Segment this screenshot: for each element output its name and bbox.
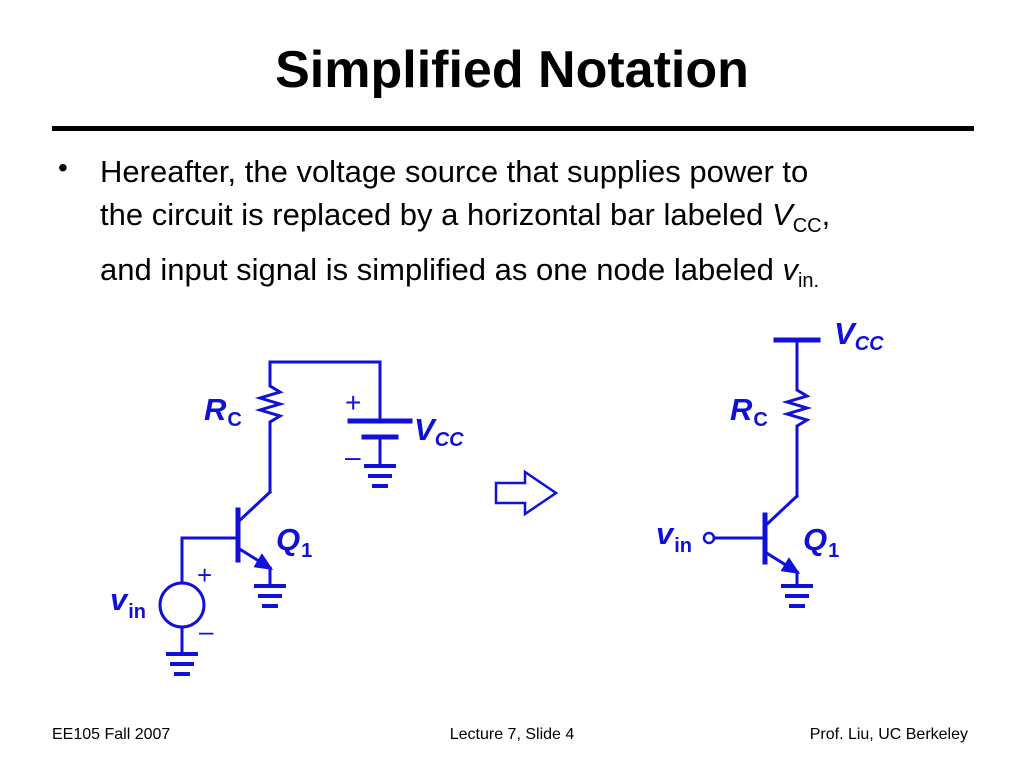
left-vin-label: vin: [110, 582, 146, 623]
bullet-line-2-end: ,: [821, 197, 831, 232]
right-rc-label: RC: [730, 392, 768, 431]
vin-subscript: in.: [797, 270, 820, 293]
right-circuit: [702, 337, 821, 608]
bullet-line-1: Hereafter, the voltage source that suppl…: [100, 154, 809, 189]
transform-arrow-icon: [494, 469, 559, 517]
right-q1-label: Q1: [803, 522, 839, 562]
left-resistor: [254, 376, 286, 430]
footer-author: Prof. Liu, UC Berkeley: [809, 726, 968, 743]
left-rc-label: RC: [204, 392, 242, 431]
right-transistor-collector: [762, 493, 800, 529]
left-vcc-label: VCC: [414, 412, 464, 451]
footer-course: EE105 Fall 2007: [52, 726, 171, 743]
right-vcc-label: VCC: [834, 316, 884, 355]
title-divider: [52, 126, 974, 131]
left-base-wire: [180, 536, 240, 585]
slide-title: Simplified Notation: [275, 41, 749, 99]
right-vin-label: vin: [656, 516, 692, 557]
bullet-line-2: the circuit is replaced by a horizontal …: [100, 197, 773, 232]
left-transistor-collector: [235, 489, 273, 525]
bullet-line-3: and input signal is simplified as one no…: [100, 252, 783, 288]
right-input-node: [702, 531, 716, 545]
left-q1-label: Q1: [276, 522, 312, 562]
right-emitter-arrow: [780, 557, 801, 574]
footer-lecture: Lecture 7, Slide 4: [449, 726, 575, 743]
vcc-subscript: CC: [792, 215, 822, 238]
vin-symbol: v: [782, 252, 798, 288]
bullet-symbol: •: [58, 152, 68, 183]
left-circuit: [158, 360, 413, 676]
left-source-plus: +: [197, 560, 212, 590]
left-supply-plus: +: [345, 387, 361, 418]
vcc-symbol: V: [772, 197, 793, 232]
right-resistor: [781, 382, 813, 434]
left-supply-minus: –: [345, 441, 361, 472]
left-emitter-arrow: [253, 553, 274, 570]
left-top-wire: [268, 360, 382, 420]
left-source-minus: –: [199, 616, 214, 646]
bullet-text: Hereafter, the voltage source that suppl…: [100, 150, 968, 303]
